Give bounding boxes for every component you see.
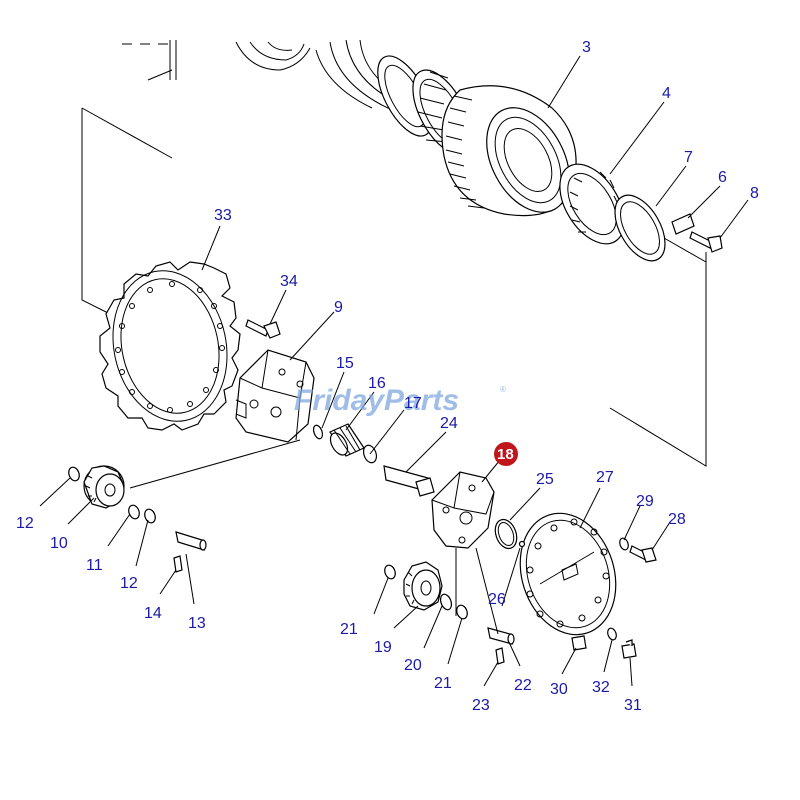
callout-labels: 3 4 7 6 8 33 34 9 15 16 17 24 25 27 29 2… [16,39,759,714]
washer-part-29 [619,537,629,551]
callout-23: 23 [472,697,490,714]
sprocket-part-33 [99,261,241,431]
callout-7: 7 [684,149,693,166]
frame-lines [81,40,707,467]
callout-9: 9 [334,299,343,316]
callout-28: 28 [668,511,686,528]
gear-part-19 [403,561,443,611]
shaft-part-13 [175,531,207,551]
highlighted-callout-18[interactable]: 18 [494,442,518,466]
shaft-part-24 [383,465,435,497]
carrier-plate-part-18 [431,471,495,549]
watermark-text: FridayParts [294,384,459,417]
bearing-part-4 [559,163,625,245]
callout-25: 25 [536,471,554,488]
fridayparts-watermark: FridayParts ® [294,384,506,417]
washer-part-21b [456,604,468,620]
cover-part-27 [519,512,617,636]
callout-13: 13 [188,615,206,632]
washer-part-12b [144,508,156,524]
callout-16: 16 [368,375,386,392]
ring-part-7 [614,194,666,262]
callout-19: 19 [374,639,392,656]
callout-10: 10 [50,535,68,552]
bearing-part-20 [439,593,453,611]
bolt-part-8 [689,231,723,253]
callout-12b: 12 [120,575,138,592]
final-drive-housing [235,39,577,217]
highlight-marker[interactable] [494,442,518,466]
ball-part-26 [518,540,526,548]
plug-part-30 [571,635,587,651]
bolt-part-34 [245,319,281,339]
callout-20: 20 [404,657,422,674]
callout-21a: 21 [340,621,358,638]
plug-part-31 [621,639,637,659]
callout-15: 15 [336,355,354,372]
callout-32: 32 [592,679,610,696]
callout-18[interactable]: 18 [497,446,514,463]
plate-part-6 [671,213,695,235]
callout-8: 8 [750,185,759,202]
callout-22: 22 [514,677,532,694]
callout-12a: 12 [16,515,34,532]
washer-part-12a [68,466,80,482]
leader-lines [39,55,749,687]
watermark-registered-mark: ® [500,385,506,394]
callout-3: 3 [582,39,591,56]
callout-24: 24 [440,415,458,432]
callout-30: 30 [550,681,568,698]
callout-11: 11 [86,557,103,574]
pin-part-14 [173,555,183,573]
washer-part-21a [384,564,396,580]
callout-21b: 21 [434,675,452,692]
pin-part-23 [495,647,505,665]
carrier-part-9 [235,349,315,443]
needle-bearing-part-16 [329,423,365,457]
washer-part-15 [312,424,324,440]
callout-33: 33 [214,207,232,224]
callout-17: 17 [404,395,422,412]
callout-34: 34 [280,273,298,290]
bearing-part-11 [128,504,140,520]
o-ring-part-25 [494,518,518,550]
callout-4: 4 [662,85,671,102]
callout-29: 29 [636,493,654,510]
callout-14: 14 [144,605,162,622]
callout-31: 31 [624,697,642,714]
callout-26: 26 [488,591,506,608]
callout-27: 27 [596,469,614,486]
callout-6: 6 [718,169,727,186]
gear-part-10 [83,465,125,509]
bolt-part-28 [629,545,657,563]
shaft-part-22 [487,627,515,645]
o-ring-part-32 [607,627,617,641]
